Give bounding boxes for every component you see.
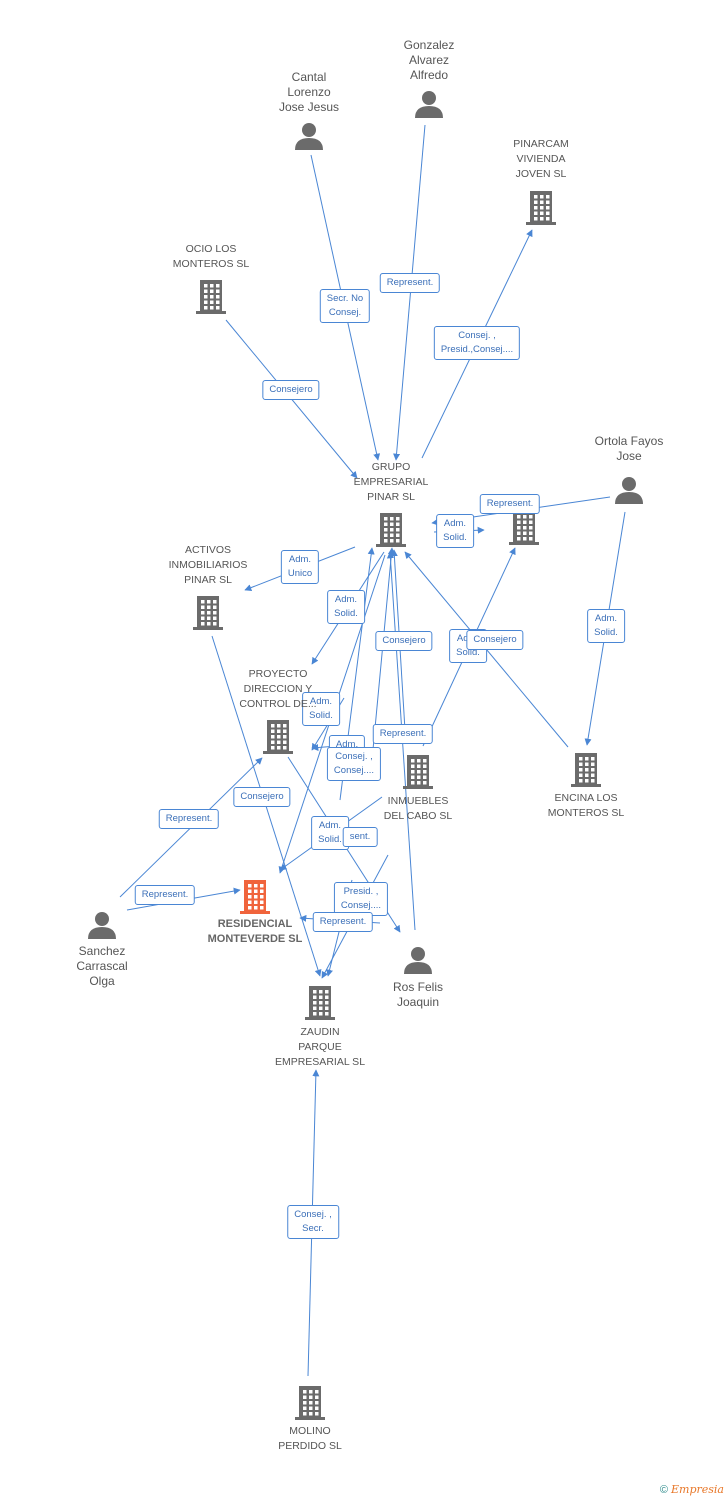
- node-label-inmuebles[interactable]: INMUEBLES DEL CABO SL: [383, 795, 453, 822]
- edge-label-e4[interactable]: Consejero: [262, 380, 320, 400]
- edge-label-e11[interactable]: Consejero: [466, 630, 524, 650]
- node-label-sanchez[interactable]: Sanchez Carrascal Olga: [76, 944, 128, 988]
- node-label-proyecto[interactable]: PROYECTO DIRECCION Y CONTROL DE...: [239, 668, 317, 710]
- building-icon-encina[interactable]: [571, 753, 601, 787]
- building-icon-proyecto[interactable]: [263, 720, 293, 754]
- node-label-grupo[interactable]: GRUPO EMPRESARIAL PINAR SL: [353, 461, 429, 503]
- edge-label-e14[interactable]: Represent.: [372, 724, 434, 744]
- person-icon-sanchez[interactable]: [88, 912, 116, 939]
- node-label-zaudin[interactable]: ZAUDIN PARQUE EMPRESARIAL SL: [274, 1026, 366, 1068]
- edge-label-e19[interactable]: Adm. Solid.: [311, 816, 349, 850]
- person-icon-cantal[interactable]: [295, 123, 323, 150]
- edge-label-e22[interactable]: Represent.: [312, 912, 374, 932]
- edge-label-e5[interactable]: Represent.: [479, 494, 541, 514]
- node-label-ros[interactable]: Ros Felis Joaquin: [392, 980, 444, 1009]
- person-icon-ortola[interactable]: [615, 477, 643, 504]
- building-icon-grupo[interactable]: [376, 513, 406, 547]
- person-icon-ros[interactable]: [404, 947, 432, 974]
- node-label-ortola[interactable]: Ortola Fayos Jose: [594, 434, 664, 463]
- node-label-activos[interactable]: ACTIVOS INMOBILIARIOS PINAR SL: [168, 544, 248, 586]
- edge-label-e17[interactable]: Consejero: [233, 787, 291, 807]
- edge-label-e8[interactable]: Adm. Solid.: [327, 590, 365, 624]
- building-icon-pinarcam[interactable]: [526, 191, 556, 225]
- building-icon-molino[interactable]: [295, 1386, 325, 1420]
- node-label-pinarcam[interactable]: PINARCAM VIVIENDA JOVEN SL: [513, 138, 569, 180]
- brand-logo[interactable]: Empresia: [671, 1483, 724, 1496]
- person-icon-gonzalez[interactable]: [415, 91, 443, 118]
- node-label-gonzalez[interactable]: Gonzalez Alvarez Alfredo: [403, 38, 455, 82]
- edge-label-e16[interactable]: Consej. , Consej....: [326, 747, 382, 781]
- building-icon-zaudin[interactable]: [305, 986, 335, 1020]
- footer: © Empresia: [660, 1483, 724, 1496]
- edge-label-e2[interactable]: Represent.: [379, 273, 441, 293]
- edge-label-e12[interactable]: Adm. Solid.: [587, 609, 625, 643]
- edge-label-e7[interactable]: Adm. Unico: [280, 550, 320, 584]
- building-icon-residencial[interactable]: [240, 880, 270, 914]
- copyright-symbol: ©: [659, 1484, 668, 1496]
- node-label-encina[interactable]: ENCINA LOS MONTEROS SL: [547, 792, 625, 819]
- building-icon-activos[interactable]: [193, 596, 223, 630]
- edge-label-e23[interactable]: Consej. , Secr.: [287, 1205, 339, 1239]
- building-icon-inmuebles[interactable]: [403, 755, 433, 789]
- node-label-cantal[interactable]: Cantal Lorenzo Jose Jesus: [278, 70, 340, 114]
- edge-label-e18[interactable]: Represent.: [158, 809, 220, 829]
- building-icon-ocio[interactable]: [196, 280, 226, 314]
- node-label-ocio[interactable]: OCIO LOS MONTEROS SL: [172, 243, 250, 270]
- node-label-residencial[interactable]: RESIDENCIAL MONTEVERDE SL: [207, 918, 303, 945]
- node-label-molino[interactable]: MOLINO PERDIDO SL: [278, 1425, 342, 1452]
- edge-label-e20[interactable]: Represent.: [134, 885, 196, 905]
- edge-label-e1[interactable]: Secr. No Consej.: [319, 289, 371, 323]
- edge-label-e13[interactable]: Adm. Solid.: [302, 692, 340, 726]
- edge-label-e6[interactable]: Adm. Solid.: [436, 514, 474, 548]
- building-icon-sotosa[interactable]: [509, 511, 539, 545]
- edge-label-e3[interactable]: Consej. , Presid.,Consej....: [433, 326, 521, 360]
- edge-label-e21[interactable]: Presid. , Consej....: [333, 882, 389, 916]
- edge-label-e9[interactable]: Consejero: [375, 631, 433, 651]
- icon-layer: [88, 91, 643, 1420]
- edge-label-e24[interactable]: sent.: [342, 827, 378, 847]
